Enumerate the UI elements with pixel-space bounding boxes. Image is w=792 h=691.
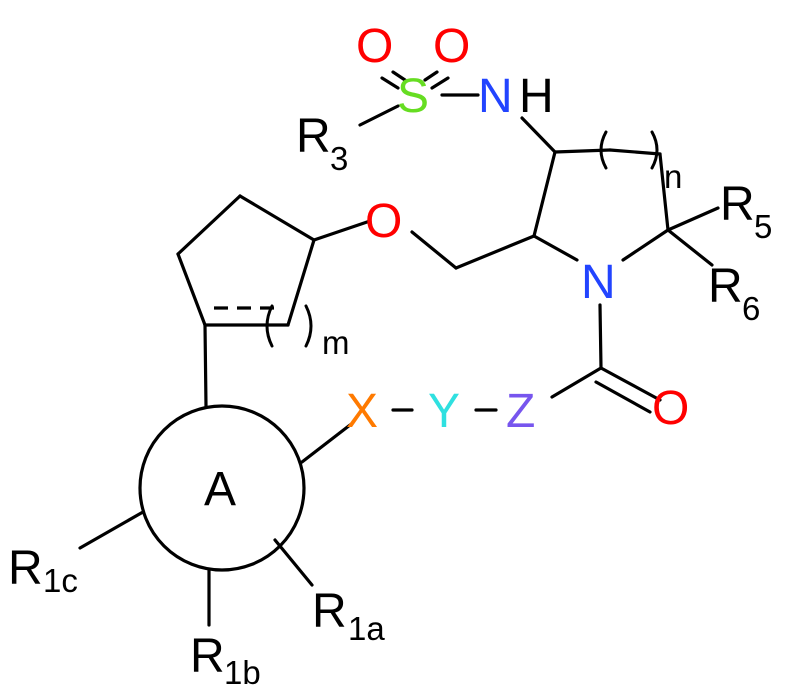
- bond-a-r1a: [273, 538, 314, 587]
- bond-c3-c2: [608, 148, 662, 156]
- paren-n-close: [650, 130, 659, 170]
- z-atom: Z: [506, 385, 535, 438]
- ring-a-label: A: [204, 463, 236, 516]
- sulfur-atom: S: [397, 70, 429, 123]
- r1c-label: R: [8, 542, 43, 595]
- r1c-subscript: 1c: [43, 562, 78, 599]
- bond-n-c4: [520, 116, 557, 154]
- carbonyl-oxygen: O: [652, 382, 689, 435]
- r6-label: R: [708, 260, 743, 313]
- bond-s-o1-a: [391, 70, 407, 82]
- ether-oxygen: O: [365, 195, 402, 248]
- bond-cp-c2: [176, 194, 242, 256]
- bond-c5-n: [621, 228, 670, 262]
- bond-s-o2-b: [430, 76, 450, 90]
- ring-nitrogen: N: [581, 256, 616, 309]
- n-repeat-label: n: [664, 158, 682, 195]
- paren-n-open: [599, 130, 608, 170]
- bond-n-carbonyl: [598, 303, 603, 370]
- r3-subscript: 3: [330, 140, 348, 177]
- oxygen-atom-1: O: [356, 20, 393, 73]
- bond-a-x: [300, 423, 352, 464]
- bond-cp-c5: [286, 238, 316, 327]
- bond-c5-r6: [666, 228, 714, 267]
- atom-labels: O O S N H R 3 n O R 5 N R 6 m X Y Z O A …: [8, 20, 772, 691]
- bond-c-o-a: [599, 366, 662, 402]
- parentheses: [265, 130, 659, 348]
- bond-c-z: [550, 366, 603, 399]
- ring-a-circle: [138, 404, 306, 572]
- bond-n-c1: [532, 234, 579, 262]
- r6-subscript: 6: [742, 290, 760, 327]
- r1a-subscript: 1a: [348, 610, 385, 647]
- bond-s-o2-a: [423, 70, 439, 82]
- bond-s-o1-b: [380, 76, 400, 90]
- r5-label: R: [720, 178, 755, 231]
- bond-c5-r5: [666, 206, 720, 232]
- bond-cp-a: [203, 323, 208, 408]
- bond-c1-c4: [532, 150, 557, 238]
- x-atom: X: [346, 385, 378, 438]
- sulfonamide-hydrogen: H: [519, 70, 554, 123]
- r1b-label: R: [190, 630, 225, 683]
- bond-c-o-b: [594, 380, 652, 414]
- paren-m-close: [304, 304, 313, 348]
- bond-c1-ch2: [454, 234, 536, 270]
- m-repeat-label: m: [322, 324, 350, 361]
- bond-a-r1c: [78, 510, 145, 550]
- bond-c2-c5: [658, 152, 670, 232]
- paren-m-open: [265, 304, 274, 348]
- r5-subscript: 5: [754, 208, 772, 245]
- bond-cp-c1: [238, 194, 316, 242]
- oxygen-atom-2: O: [433, 20, 470, 73]
- r1b-subscript: 1b: [224, 654, 261, 691]
- bond-o-cp: [312, 219, 372, 242]
- r3-label: R: [296, 110, 331, 163]
- r1a-label: R: [312, 585, 347, 638]
- bond-cp-c3: [176, 252, 207, 327]
- bonds: [78, 70, 720, 627]
- sulfonamide-nitrogen: N: [478, 70, 513, 123]
- bond-r3-s: [358, 104, 400, 127]
- bond-ch2-o: [410, 230, 458, 270]
- y-atom: Y: [428, 385, 460, 438]
